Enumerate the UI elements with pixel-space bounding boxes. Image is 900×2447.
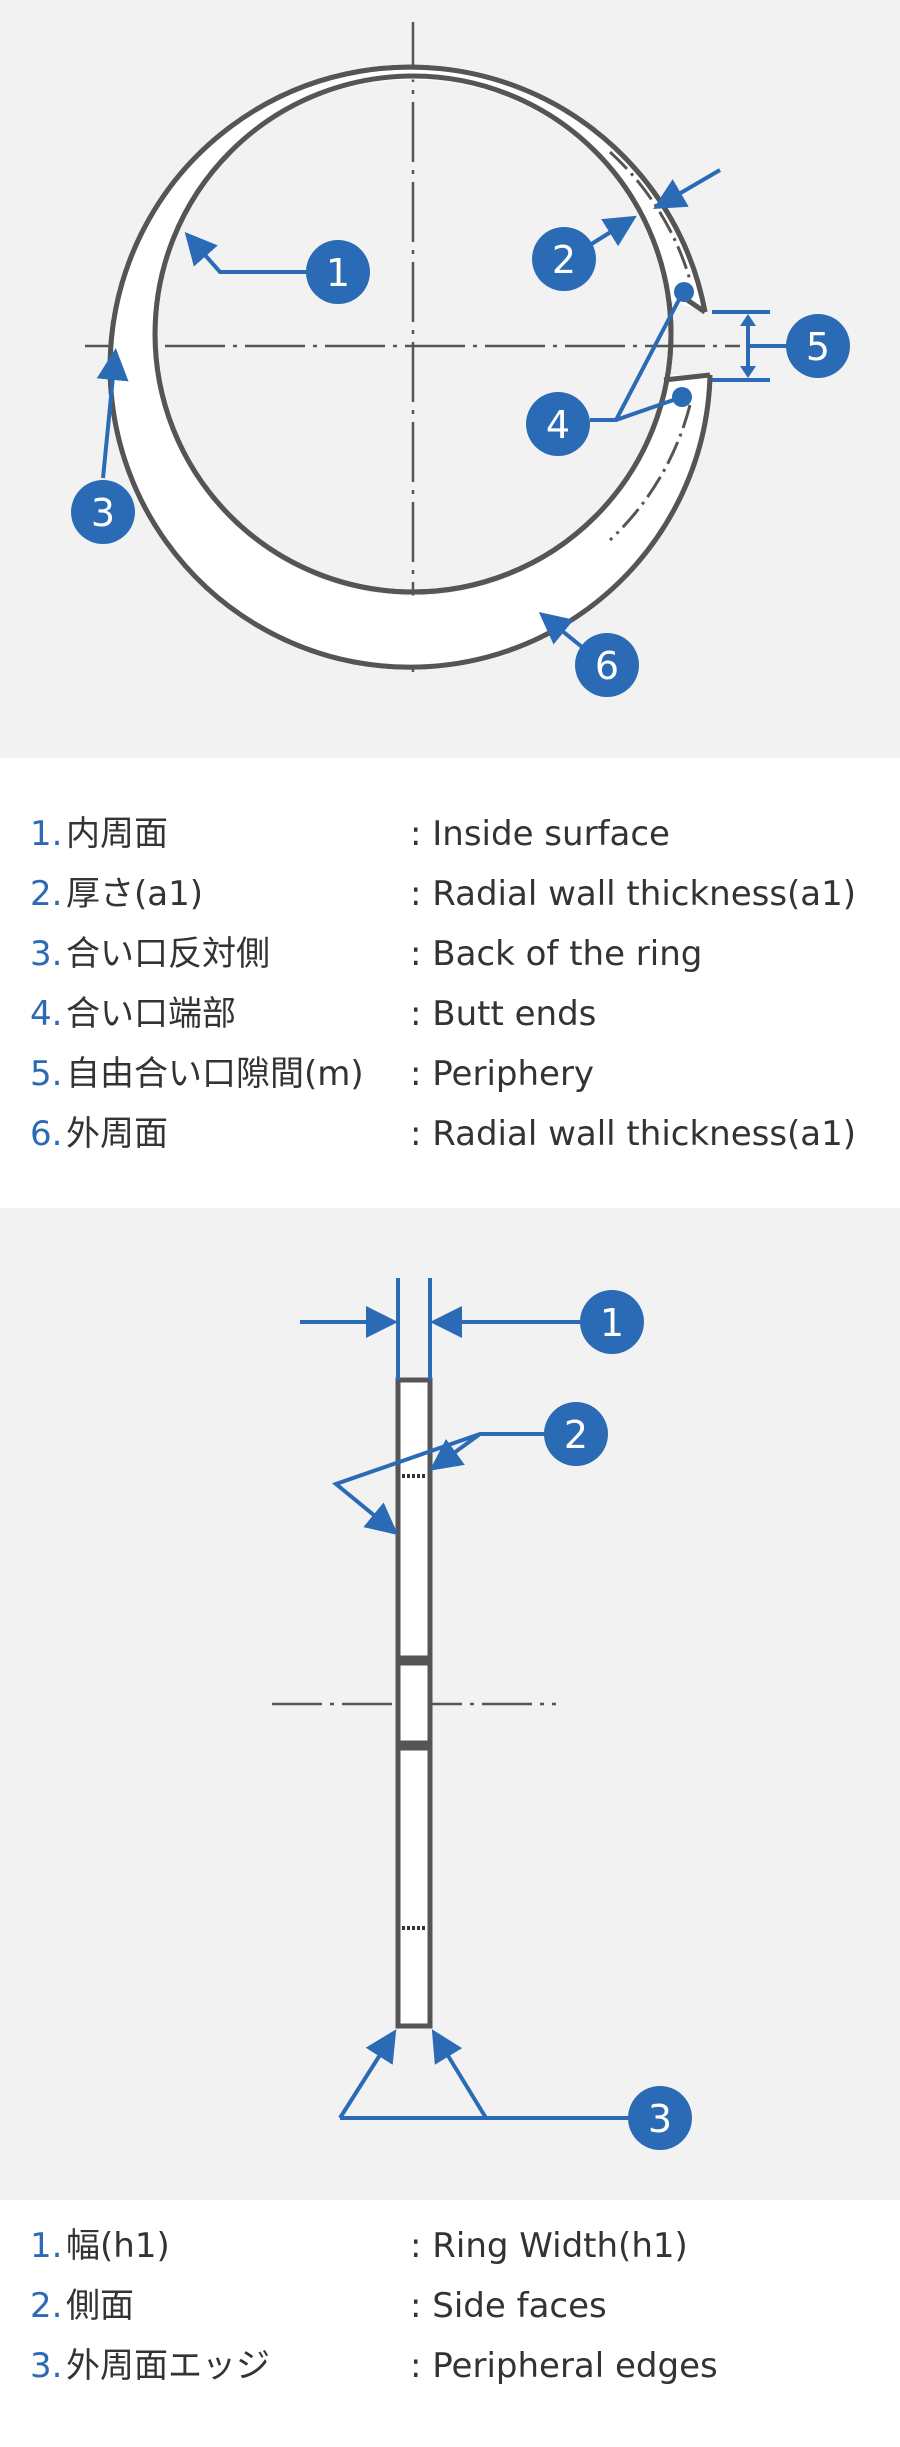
legend-english-term: : Ring Width(h1) [410,2226,688,2266]
legend-number: 1. [30,2226,63,2266]
legend-row: 2. 厚さ(a1) : Radial wall thickness(a1) [0,874,900,914]
legend-japanese-term: 内周面 [66,814,168,854]
callout-badge-1: 1 [306,240,370,304]
legend-row: 1. 内周面 : Inside surface [0,814,900,854]
side-callout-badge-1: 1 [580,1290,644,1354]
side-leader-2 [331,1432,548,1536]
legend-row: 5. 自由合い口隙間(m) : Periphery [0,1054,900,1094]
legend-japanese-term: 幅(h1) [66,2226,170,2266]
callout-badge-5: 5 [786,314,850,378]
legend-japanese-term: 外周面エッジ [66,2346,270,2386]
callout-badge-6: 6 [575,633,639,697]
side-leader-2b [429,1432,482,1471]
svg-text:1: 1 [326,251,350,295]
legend-english-term: : Side faces [410,2286,607,2326]
svg-text:2: 2 [552,238,576,282]
leader-6 [538,611,584,649]
leader-2a [583,215,637,250]
side-leader-3-left [338,2029,397,2120]
legend-japanese-term: 側面 [66,2286,134,2326]
legend-english-term: : Radial wall thickness(a1) [410,874,857,914]
side-callout-badge-3: 3 [628,2086,692,2150]
legend-japanese-term: 厚さ(a1) [66,874,203,914]
ring-body [110,67,711,668]
leader-3 [96,348,129,479]
legend-row: 6. 外周面 : Radial wall thickness(a1) [0,1114,900,1154]
ring-side-view-diagram: 1 2 3 [272,1278,692,2150]
callout-badge-3: 3 [71,480,135,544]
ring-front-view-diagram: 1 2 3 4 5 [71,22,850,697]
legend-english-term: : Back of the ring [410,934,703,974]
svg-text:2: 2 [564,1413,588,1457]
callout-badge-2: 2 [532,227,596,291]
callout-badge-4: 4 [526,392,590,456]
legend-english-term: : Peripheral edges [410,2346,718,2386]
legend-english-term: : Radial wall thickness(a1) [410,1114,857,1154]
gap-arrowhead-down [740,366,756,378]
legend-row: 3. 合い口反対側 : Back of the ring [0,934,900,974]
svg-text:1: 1 [600,1301,624,1345]
legend-front-view: 1. 内周面 : Inside surface 2. 厚さ(a1) : Radi… [0,758,900,1208]
leader-4b [615,395,683,422]
legend-number: 3. [30,2346,63,2386]
butt-end-lower [663,372,711,383]
ring-cross-section-upper [395,1377,433,1661]
butt-end-dot-upper [674,282,694,302]
ring-side-view-panel: 1 2 3 [0,1208,900,2200]
ring-cross-section-middle [395,1660,433,1746]
legend-row: 1. 幅(h1) : Ring Width(h1) [0,2226,900,2266]
ring-cross-section-lower [395,1745,433,2029]
side-leader-3-right [431,2029,488,2120]
leader-2b [653,168,722,210]
butt-end-dot-lower [672,387,692,407]
legend-number: 1. [30,814,63,854]
svg-text:6: 6 [595,644,619,688]
ring-front-view-panel: 1 2 3 4 5 [0,0,900,758]
ring-inner-edge-overlay [152,73,674,595]
legend-japanese-term: 外周面 [66,1114,168,1154]
legend-number: 3. [30,934,63,974]
legend-row: 3. 外周面エッジ : Peripheral edges [0,2346,900,2386]
gap-arrowhead-up [740,314,756,326]
svg-text:3: 3 [648,2097,672,2141]
legend-english-term: : Inside surface [410,814,670,854]
legend-english-term: : Periphery [410,1054,595,1094]
legend-number: 4. [30,994,63,1034]
svg-text:5: 5 [806,325,830,369]
legend-row: 2. 側面 : Side faces [0,2286,900,2326]
wall-thickness-dash-lower [608,404,692,542]
legend-japanese-term: 合い口端部 [66,994,236,1034]
wall-thickness-dash-upper [608,150,692,281]
legend-number: 5. [30,1054,63,1094]
leader-1 [184,232,312,274]
legend-number: 2. [30,874,63,914]
legend-japanese-term: 自由合い口隙間(m) [66,1054,364,1094]
svg-text:4: 4 [546,403,570,447]
svg-text:3: 3 [91,491,115,535]
legend-japanese-term: 合い口反対側 [66,934,270,974]
legend-number: 6. [30,1114,63,1154]
legend-english-term: : Butt ends [410,994,597,1034]
side-callout-badge-2: 2 [544,1402,608,1466]
legend-side-view: 1. 幅(h1) : Ring Width(h1) 2. 側面 : Side f… [0,2200,900,2447]
legend-row: 4. 合い口端部 : Butt ends [0,994,900,1034]
legend-number: 2. [30,2286,63,2326]
